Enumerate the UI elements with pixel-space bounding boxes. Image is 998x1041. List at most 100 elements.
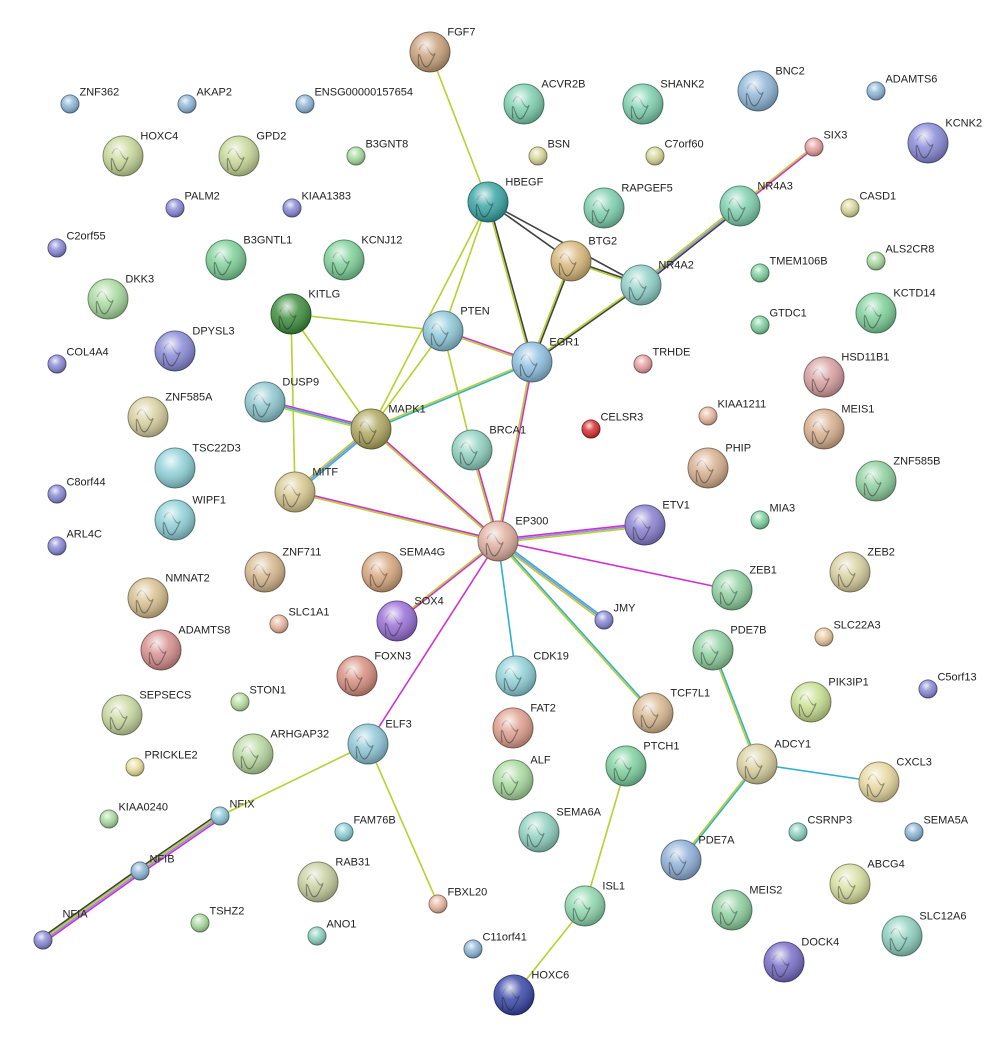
node-akap2[interactable]: AKAP2	[177, 87, 232, 114]
node-arl4c[interactable]: ARL4C	[47, 529, 102, 556]
node-slc1a1[interactable]: SLC1A1	[269, 607, 329, 634]
edge-kitlg-mitf[interactable]	[290, 313, 296, 493]
node-c2orf55[interactable]: C2orf55	[47, 231, 106, 258]
node-znf585b[interactable]: ZNF585B	[855, 456, 940, 502]
node-ston1[interactable]: STON1	[230, 685, 286, 712]
node-c5orf13[interactable]: C5orf13	[918, 672, 977, 699]
edge-ep300-etv1[interactable]	[497, 522, 646, 544]
node-pde7b[interactable]: PDE7B	[692, 625, 766, 671]
node-adamts8[interactable]: ADAMTS8	[140, 625, 230, 671]
edge-nr4a3-nr4a2[interactable]	[639, 203, 742, 288]
node-slc22a3[interactable]: SLC22A3	[814, 620, 881, 647]
node-fbxl20[interactable]: FBXL20	[428, 887, 487, 914]
node-phip[interactable]: PHIP	[687, 443, 751, 489]
node-alf[interactable]: ALF	[492, 755, 551, 801]
node-casd1[interactable]: CASD1	[840, 191, 896, 218]
node-hbegf[interactable]: HBEGF	[467, 177, 544, 223]
edge-kitlg-pten[interactable]	[290, 313, 444, 332]
edge-ep300-cdk19[interactable]	[497, 540, 517, 677]
node-kitlg[interactable]: KITLG	[270, 289, 340, 335]
node-nfix[interactable]: NFIX	[210, 799, 255, 826]
node-trhde[interactable]: TRHDE	[633, 347, 690, 374]
node-ensg00000157654[interactable]: ENSG00000157654	[295, 87, 413, 114]
node-prickle2[interactable]: PRICKLE2	[125, 750, 198, 777]
edge-ptch1-isl1[interactable]	[584, 765, 627, 907]
node-acvr2b[interactable]: ACVR2B	[503, 79, 585, 125]
node-mapk1[interactable]: MAPK1	[350, 404, 426, 450]
node-c8orf44[interactable]: C8orf44	[47, 477, 106, 504]
node-sema5a[interactable]: SEMA5A	[904, 815, 969, 842]
node-bsn[interactable]: BSN	[528, 139, 570, 166]
node-c11orf41[interactable]: C11orf41	[463, 932, 527, 959]
node-brca1[interactable]: BRCA1	[451, 425, 526, 471]
node-kiaa0240[interactable]: KIAA0240	[99, 802, 168, 829]
node-hoxc4[interactable]: HOXC4	[102, 131, 178, 177]
edge-hbegf-egr1[interactable]	[486, 200, 534, 364]
edge-nfib-nfia[interactable]	[40, 868, 143, 943]
node-wipf1[interactable]: WIPF1	[154, 495, 226, 541]
node-nmnat2[interactable]: NMNAT2	[127, 573, 210, 619]
node-b3gntl1[interactable]: B3GNTL1	[205, 235, 292, 281]
node-ep300[interactable]: EP300	[477, 516, 548, 562]
node-tshz2[interactable]: TSHZ2	[190, 906, 244, 933]
node-nr4a2[interactable]: NR4A2	[620, 260, 694, 306]
node-dkk3[interactable]: DKK3	[87, 274, 154, 320]
node-etv1[interactable]: ETV1	[624, 500, 690, 546]
node-isl1[interactable]: ISL1	[564, 881, 625, 927]
edge-mapk1-ep300[interactable]	[369, 427, 500, 543]
edge-nr4a2-egr1[interactable]	[530, 283, 643, 364]
node-znf362[interactable]: ZNF362	[60, 87, 119, 114]
node-meis2[interactable]: MEIS2	[711, 885, 782, 931]
node-hoxc6[interactable]: HOXC6	[493, 970, 569, 1016]
edge-ep300-zeb1[interactable]	[497, 540, 733, 591]
node-adcy1[interactable]: ADCY1	[736, 739, 811, 785]
node-arhgap32[interactable]: ARHGAP32	[232, 729, 329, 775]
edge-nfix-nfib[interactable]	[137, 813, 223, 874]
edge-egr1-ep300[interactable]	[496, 361, 534, 542]
node-tmem106b[interactable]: TMEM106B	[750, 256, 828, 283]
node-pten[interactable]: PTEN	[422, 306, 490, 352]
edge-kitlg-mapk1[interactable]	[290, 313, 372, 430]
node-kcnk2[interactable]: KCNK2	[907, 118, 982, 164]
node-fam76b[interactable]: FAM76B	[334, 815, 396, 842]
node-kcnj12[interactable]: KCNJ12	[323, 235, 402, 281]
node-tcf7l1[interactable]: TCF7L1	[632, 688, 710, 734]
edge-ep300-elf3[interactable]	[367, 540, 499, 745]
node-hsd11b1[interactable]: HSD11B1	[803, 352, 890, 398]
node-palm2[interactable]: PALM2	[165, 191, 220, 218]
node-col4a4[interactable]: COL4A4	[47, 347, 109, 374]
node-als2cr8[interactable]: ALS2CR8	[866, 244, 934, 271]
edge-hbegf-mapk1[interactable]	[370, 201, 489, 430]
node-zeb1[interactable]: ZEB1	[711, 565, 777, 611]
node-c7orf60[interactable]: C7orf60	[645, 139, 704, 166]
node-jmy[interactable]: JMY	[594, 603, 636, 630]
node-dock4[interactable]: DOCK4	[763, 937, 839, 983]
node-gtdc1[interactable]: GTDC1	[750, 308, 807, 335]
edge-mitf-ep300[interactable]	[294, 490, 499, 543]
node-tsc22d3[interactable]: TSC22D3	[154, 443, 241, 489]
node-bnc2[interactable]: BNC2	[737, 66, 805, 112]
node-zeb2[interactable]: ZEB2	[829, 547, 895, 593]
node-cdk19[interactable]: CDK19	[495, 651, 569, 697]
node-sema4g[interactable]: SEMA4G	[361, 547, 445, 593]
node-mia3[interactable]: MIA3	[750, 503, 795, 530]
node-csrnp3[interactable]: CSRNP3	[788, 815, 852, 842]
edge-elf3-fbxl20[interactable]	[367, 743, 439, 905]
node-kiaa1211[interactable]: KIAA1211	[698, 399, 766, 426]
node-kctd14[interactable]: KCTD14	[855, 288, 936, 334]
node-dpysl3[interactable]: DPYSL3	[154, 326, 235, 372]
node-pik3ip1[interactable]: PIK3IP1	[790, 677, 869, 723]
edge-egr1-mapk1[interactable]	[369, 360, 534, 431]
node-meis1[interactable]: MEIS1	[803, 404, 874, 450]
node-mitf[interactable]: MITF	[274, 467, 338, 513]
node-six3[interactable]: SIX3	[804, 130, 847, 157]
node-btg2[interactable]: BTG2	[550, 236, 617, 282]
node-znf711[interactable]: ZNF711	[244, 547, 321, 593]
node-celsr3[interactable]: CELSR3	[581, 412, 643, 439]
edge-fgf7-hbegf[interactable]	[429, 51, 489, 203]
node-fgf7[interactable]: FGF7	[409, 27, 476, 73]
edge-adcy1-cxcl3[interactable]	[756, 763, 880, 783]
node-znf585a[interactable]: ZNF585A	[127, 392, 213, 438]
node-rapgef5[interactable]: RAPGEF5	[583, 183, 673, 229]
node-slc12a6[interactable]: SLC12A6	[881, 911, 966, 957]
